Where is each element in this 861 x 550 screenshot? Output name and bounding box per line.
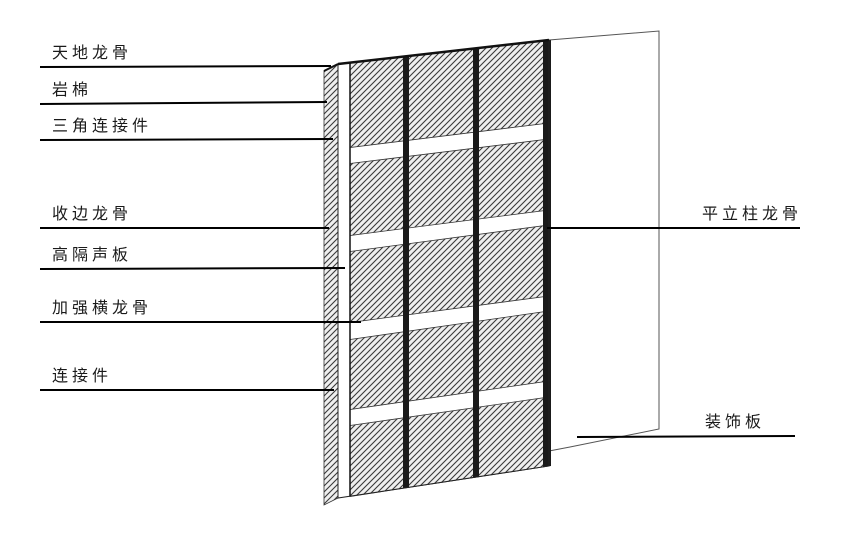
label-rock-wool: 岩棉 [52,82,93,99]
corner-stud [543,40,551,467]
sound-insulation-panels [349,39,550,497]
rock-wool-side-strip [323,63,339,506]
top-track-edge [337,38,550,66]
leader-decorative-panel [576,435,796,438]
vertical-stud [403,56,409,488]
vertical-stud [473,48,479,478]
label-triangle-connector: 三角连接件 [52,118,153,135]
label-edge-stud: 收边龙骨 [52,206,133,223]
label-vertical-stud: 平立柱龙骨 [702,206,803,223]
label-decorative-panel: 装饰板 [705,414,766,431]
leader-sound-panel [39,267,346,270]
top-track-edge [323,63,339,72]
vertical-studs [403,40,551,488]
decorative-panel [548,30,660,452]
leader-triangle-connector [39,138,334,141]
leader-rock-wool [39,101,328,105]
leader-top-bottom-track [39,65,332,68]
label-sound-insulation-board: 高隔声板 [52,247,133,264]
leader-lines-left [39,65,361,391]
leader-lines-right [547,227,800,438]
label-top-bottom-track: 天地龙骨 [52,45,133,62]
label-reinforced-horizontal-stud: 加强横龙骨 [52,300,153,317]
label-connector: 连接件 [52,368,113,385]
